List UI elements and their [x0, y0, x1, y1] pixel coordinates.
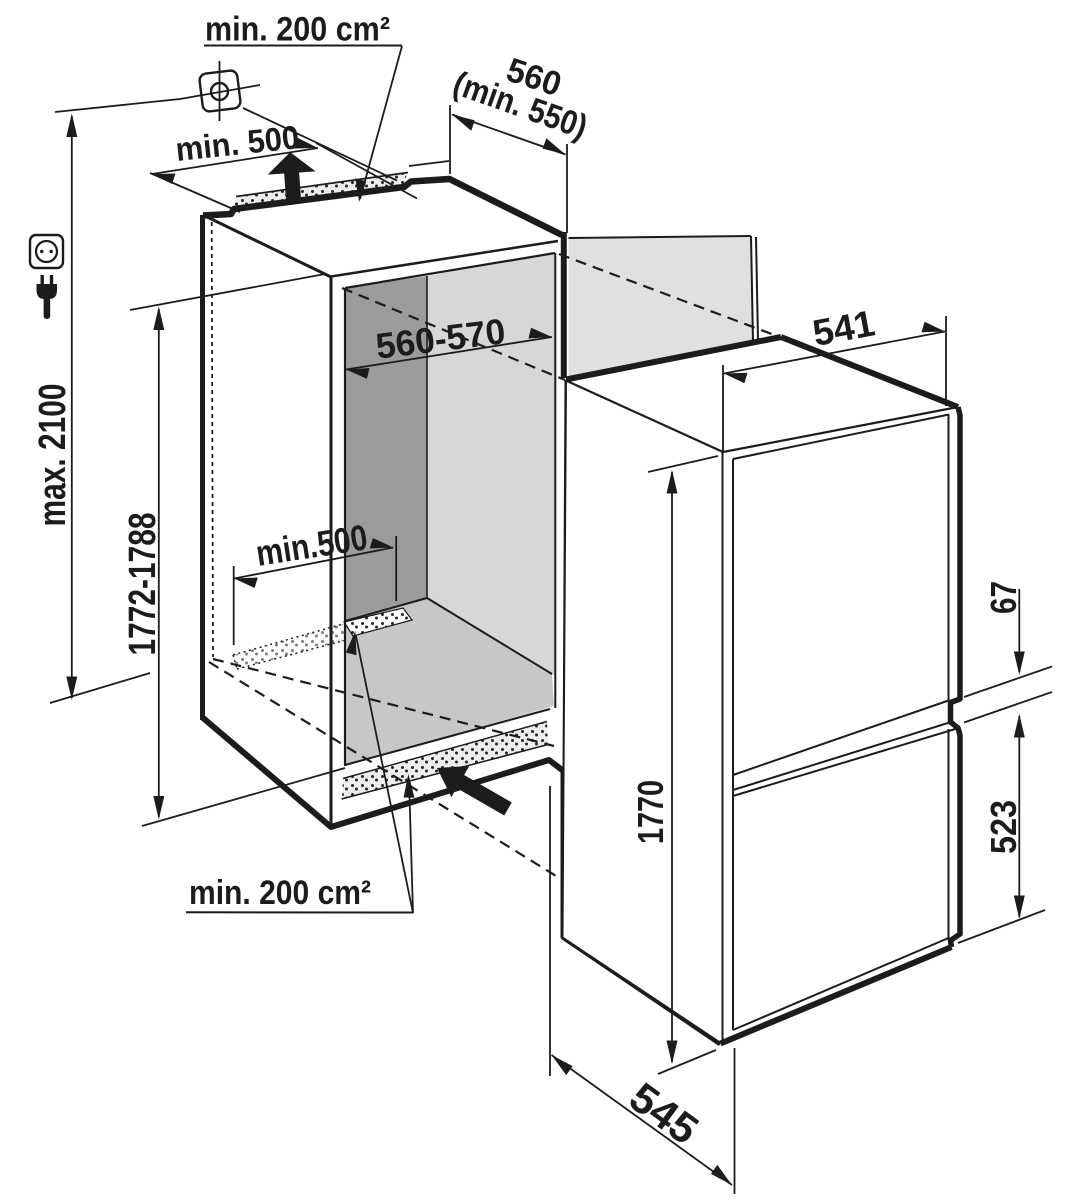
- svg-text:min. 200 cm²: min. 200 cm²: [205, 11, 390, 49]
- svg-text:1770: 1770: [630, 780, 671, 844]
- svg-text:min. 200 cm²: min. 200 cm²: [189, 874, 371, 912]
- svg-text:67: 67: [983, 581, 1024, 614]
- svg-text:523: 523: [983, 800, 1024, 854]
- svg-text:1772-1788: 1772-1788: [122, 513, 164, 656]
- svg-text:max. 2100: max. 2100: [32, 384, 74, 527]
